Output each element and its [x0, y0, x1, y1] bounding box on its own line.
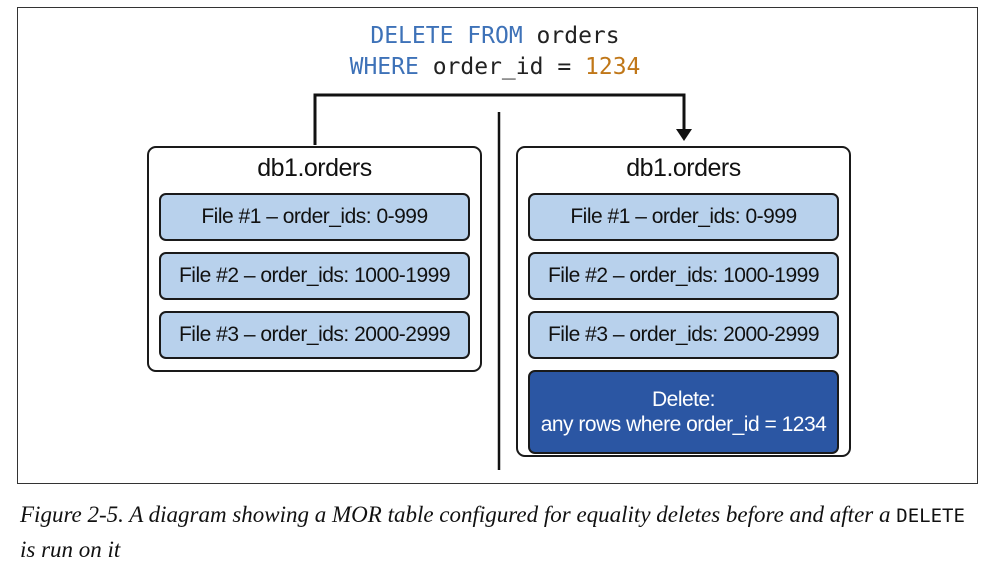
caption-code: DELETE [896, 505, 965, 527]
data-file-1: File #1 – order_ids: 0-999 [528, 193, 839, 241]
arrow-head-icon [676, 129, 692, 141]
sql-text: orders [522, 23, 620, 49]
sql-text: order_id = [418, 54, 586, 80]
table-title: db1.orders [257, 154, 372, 182]
data-file-3: File #3 – order_ids: 2000-2999 [528, 311, 839, 359]
table-after: db1.orders File #1 – order_ids: 0-999 Fi… [516, 146, 851, 457]
delete-file: Delete: any rows where order_id = 1234 [528, 370, 839, 454]
delete-file-heading: Delete: [651, 388, 716, 411]
sql-keyword: WHERE [349, 54, 419, 80]
data-file-3: File #3 – order_ids: 2000-2999 [159, 311, 470, 359]
table-title: db1.orders [626, 154, 741, 182]
delete-file-condition: any rows where order_id = 1234 [540, 413, 827, 436]
data-file-1: File #1 – order_ids: 0-999 [159, 193, 470, 241]
data-file-2: File #2 – order_ids: 1000-1999 [159, 252, 470, 300]
sql-line-1: DELETE FROM orders [0, 21, 990, 51]
sql-line-2: WHERE order_id = 1234 [0, 52, 990, 82]
caption-text: Figure 2-5. A diagram showing a MOR tabl… [20, 502, 897, 527]
arrow-connector [313, 93, 686, 145]
sql-number: 1234 [585, 54, 641, 80]
figure-caption: Figure 2-5. A diagram showing a MOR tabl… [20, 498, 980, 566]
sql-keyword: DELETE FROM [370, 23, 523, 49]
caption-text-end: is run on it [20, 537, 121, 562]
data-file-2: File #2 – order_ids: 1000-1999 [528, 252, 839, 300]
table-before: db1.orders File #1 – order_ids: 0-999 Fi… [147, 146, 482, 372]
